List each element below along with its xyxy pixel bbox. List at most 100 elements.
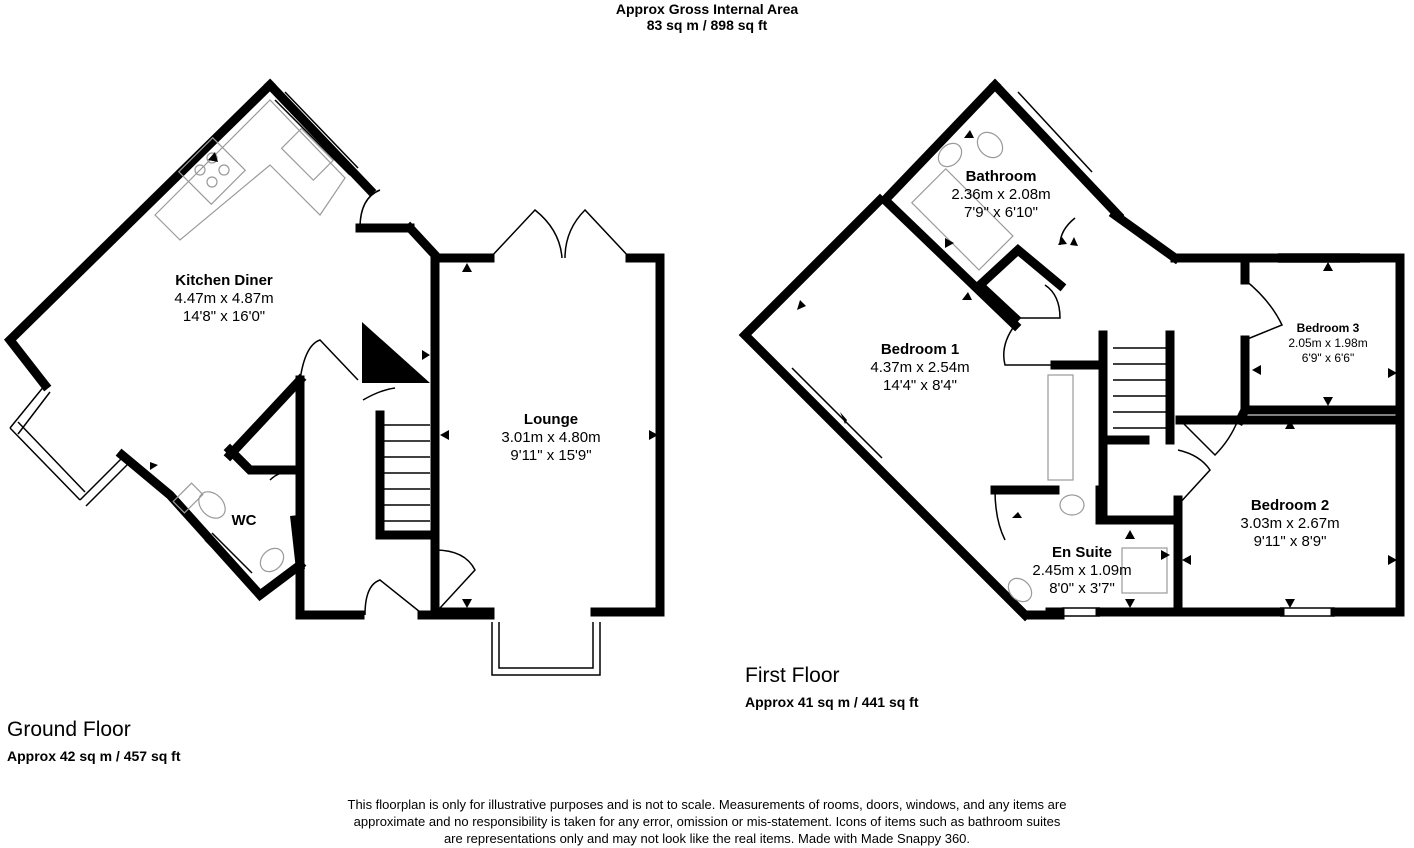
bedroom2-imperial: 9'11" x 8'9": [1253, 533, 1327, 550]
bathroom-imperial: 7'9" x 6'10": [964, 204, 1038, 221]
ensuite-door: [994, 489, 1006, 541]
bedroom1-window: [784, 367, 883, 466]
bath-basin: [937, 142, 963, 168]
kitchen-name: Kitchen Diner: [175, 272, 273, 289]
french-door-left: [489, 208, 563, 259]
ensuite-imperial: 8'0" x 3'7": [1049, 580, 1115, 597]
bathroom-name: Bathroom: [965, 168, 1037, 185]
wardrobe: [1047, 374, 1074, 481]
ground-floor-windows: [9, 91, 601, 676]
ground-floor-doors: [269, 189, 631, 616]
toilet: [198, 491, 226, 519]
first-floor-title: First Floor: [745, 664, 840, 687]
first-floor-plan: [738, 78, 1405, 622]
bedroom2-window: [1280, 607, 1335, 617]
cupboard-walls: [973, 244, 1067, 325]
room-label-kitchen-diner: Kitchen Diner 4.47m x 4.87m 14'8" x 16'0…: [174, 272, 273, 326]
bedroom3-imperial: 6'9" x 6'6": [1301, 351, 1355, 365]
bedroom1-metric: 4.37m x 2.54m: [870, 359, 970, 376]
wc-fixtures: [172, 482, 285, 573]
bedroom1-door: [1003, 324, 1055, 366]
stair-head-fill: [362, 322, 430, 383]
kitchen-units: [154, 99, 346, 241]
first-arrows: [797, 130, 1397, 608]
kitchen-metric: 4.47m x 4.87m: [174, 290, 274, 307]
bath: [910, 167, 1014, 271]
bedroom3-door: [1244, 279, 1284, 341]
lounge-imperial: 9'11" x 15'9": [510, 447, 592, 464]
header-gross-area-title: Approx Gross Internal Area: [615, 1, 799, 17]
understairs-door: [362, 387, 396, 401]
wc-window: [204, 532, 253, 581]
kitchen-wall-lower: [223, 373, 307, 462]
bathroom-fixtures: [910, 131, 1168, 603]
kitchen-window-top: [274, 91, 359, 176]
hall-walls: [295, 221, 495, 620]
first-floor-doors: [994, 217, 1284, 541]
first-stairs: [1113, 347, 1168, 429]
room-label-bedroom-1: Bedroom 1 4.37m x 2.54m 14'4" x 8'4": [870, 341, 969, 395]
room-label-bathroom: Bathroom 2.36m x 2.08m 7'9" x 6'10": [951, 168, 1050, 222]
bedroom3-window: [1278, 253, 1360, 263]
first-floor-windows: [784, 91, 1360, 617]
bedroom2-door: [1177, 449, 1211, 506]
lounge-metric: 3.01m x 4.80m: [501, 429, 601, 446]
lounge-name: Lounge: [523, 411, 579, 428]
bath-toilet: [976, 131, 1004, 159]
disclaimer-line-2: approximate and no responsibility is tak…: [353, 814, 1061, 829]
room-label-bedroom-2: Bedroom 2 3.03m x 2.67m 9'11" x 8'9": [1240, 497, 1339, 551]
bedroom1-imperial: 14'4" x 8'4": [883, 377, 957, 394]
bedroom2-name: Bedroom 2: [1250, 497, 1330, 514]
ground-stairs: [383, 424, 430, 522]
bedroom3-name: Bedroom 3: [1296, 321, 1360, 335]
east-walls: [1045, 253, 1405, 617]
ensuite-name: En Suite: [1051, 544, 1112, 561]
ensuite-metric: 2.45m x 1.09m: [1032, 562, 1132, 579]
ground-floor-area: Approx 42 sq m / 457 sq ft: [7, 748, 181, 764]
ground-arrows: [150, 152, 658, 608]
wc-door: [269, 469, 301, 520]
lounge-walls: [430, 253, 665, 617]
ground-floor-title: Ground Floor: [7, 718, 131, 741]
cupboard-door: [1018, 284, 1061, 319]
lounge-bay-window: [491, 622, 601, 676]
french-door-right: [564, 208, 631, 259]
lounge-door: [434, 549, 476, 609]
sink: [280, 127, 335, 182]
stair-wall: [375, 410, 437, 540]
header-gross-area-value: 83 sq m / 898 sq ft: [646, 17, 768, 33]
ensuite-walls: [990, 360, 1105, 525]
front-door: [364, 579, 421, 616]
worktop: [154, 99, 346, 241]
kitchen-wall-right: [263, 78, 377, 197]
wc-walls: [223, 443, 305, 570]
wc-basin: [259, 547, 285, 573]
bedroom3-metric: 2.05m x 1.98m: [1288, 336, 1368, 350]
room-label-bedroom-3: Bedroom 3 2.05m x 1.98m 6'9" x 6'6": [1288, 321, 1367, 366]
landing-door: [1179, 419, 1239, 457]
bathroom-window: [1009, 91, 1093, 181]
disclaimer-line-1: This floorplan is only for illustrative …: [347, 797, 1067, 812]
bedroom2-metric: 3.03m x 2.67m: [1240, 515, 1340, 532]
bedroom1-walls: [738, 193, 1065, 622]
bathroom-metric: 2.36m x 2.08m: [951, 186, 1051, 203]
hall-to-kitchen-door: [299, 339, 359, 381]
disclaimer-line-3: are representations only and may not loo…: [443, 831, 971, 846]
room-label-wc: WC: [232, 512, 257, 530]
ensuite-basin: [1059, 494, 1085, 516]
room-label-en-suite: En Suite 2.45m x 1.09m 8'0" x 3'7": [1032, 544, 1131, 598]
kitchen-bay-window: [9, 384, 129, 507]
first-floor-area: Approx 41 sq m / 441 sq ft: [745, 694, 919, 710]
bedroom3-walls: [1175, 253, 1405, 427]
kitchen-wall-top: [3, 78, 277, 392]
ensuite-toilet: [1007, 577, 1033, 603]
kitchen-wall-bottom: [115, 448, 307, 602]
hob: [177, 136, 247, 206]
wc-name: WC: [231, 512, 257, 529]
kitchen-imperial: 14'8" x 16'0": [182, 308, 266, 325]
shower-tray: [1121, 547, 1168, 594]
ground-floor-plan: [3, 78, 665, 620]
ensuite-window: [1062, 607, 1100, 617]
kitchen-back-door: [359, 189, 400, 229]
